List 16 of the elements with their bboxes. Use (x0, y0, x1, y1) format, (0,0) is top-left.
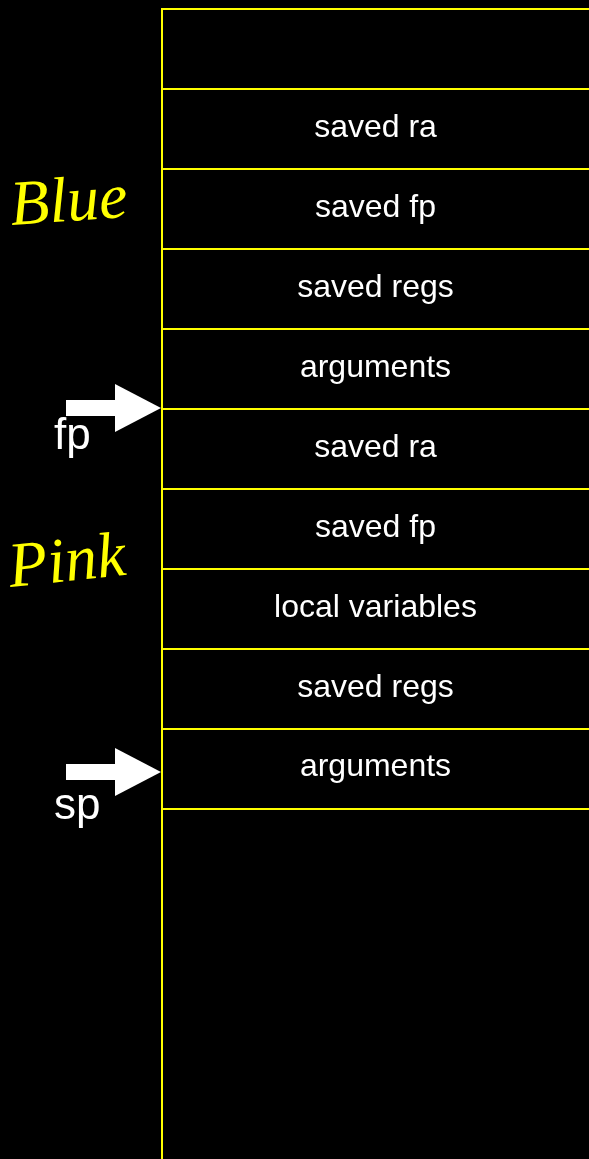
pointer-label: sp (54, 782, 101, 826)
slot-label: local variables (274, 590, 477, 626)
slot-label: saved fp (315, 510, 436, 546)
slot-label: saved fp (315, 190, 436, 226)
arrow (66, 384, 161, 432)
handwritten-note: Pink (5, 522, 129, 598)
slot-label: saved regs (297, 270, 454, 306)
slot-label: arguments (299, 350, 452, 386)
arrow (66, 748, 161, 796)
pointer-label: fp (54, 412, 91, 456)
slot-label: saved regs (297, 670, 454, 706)
handwritten-note: Blue (7, 164, 130, 236)
stack-slot (162, 728, 589, 810)
slot-label: saved ra (314, 110, 437, 146)
slot-label: arguments (299, 749, 452, 785)
slot-label: saved ra (314, 430, 437, 466)
